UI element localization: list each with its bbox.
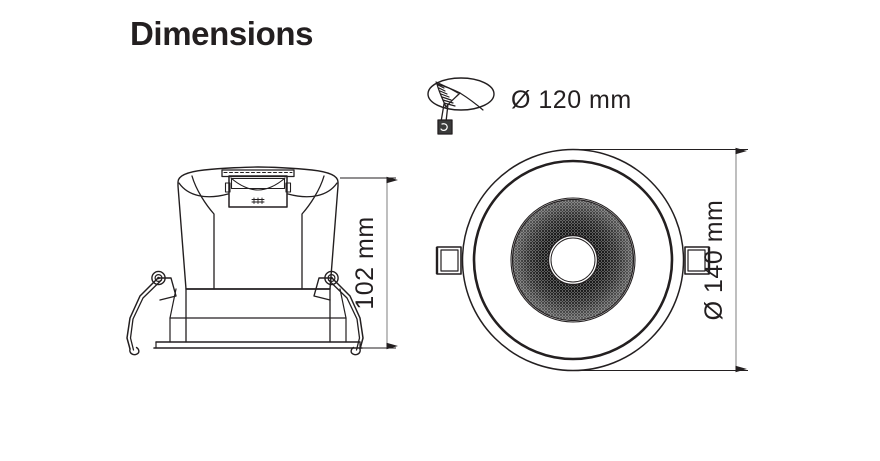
mounting-tab-right (684, 246, 711, 275)
reflector-outer-edge (511, 198, 635, 322)
front-plan-view (435, 148, 711, 372)
clip-teeth (435, 81, 459, 107)
shoulder-right (287, 182, 338, 198)
terminal-box (221, 169, 295, 208)
inner-cone-right (301, 175, 325, 290)
cone-opening-circle (510, 197, 636, 323)
ceiling-cutout-ellipse (427, 77, 495, 111)
dimension-label-cutout-diameter: Ø 120 mm (511, 86, 632, 114)
page-title: Dimensions (130, 15, 314, 52)
dimension-label-outer-diameter: Ø 140 mm (700, 200, 728, 321)
shoulder-left (178, 182, 229, 198)
dimension-height-102: 102 mm (340, 176, 398, 350)
trim-flange (153, 288, 363, 349)
dimension-outer-diameter-140: Ø 140 mm (573, 147, 748, 373)
perspective-detail-icon (427, 77, 495, 135)
spring-clip-left (126, 270, 177, 356)
inner-cone-left (191, 175, 215, 290)
clip-foot-detail (440, 123, 448, 131)
housing-outline (177, 166, 339, 290)
clip-foot-box (437, 119, 453, 135)
dimension-label-height: 102 mm (351, 216, 379, 309)
side-section-view (126, 166, 364, 356)
mounting-tab-left (435, 246, 462, 275)
clip-arm (440, 103, 449, 123)
trim-ring-circle (472, 159, 674, 361)
led-aperture-inner (550, 237, 596, 283)
spring-clip-right (313, 270, 364, 356)
cutout-edge-line (459, 92, 484, 111)
